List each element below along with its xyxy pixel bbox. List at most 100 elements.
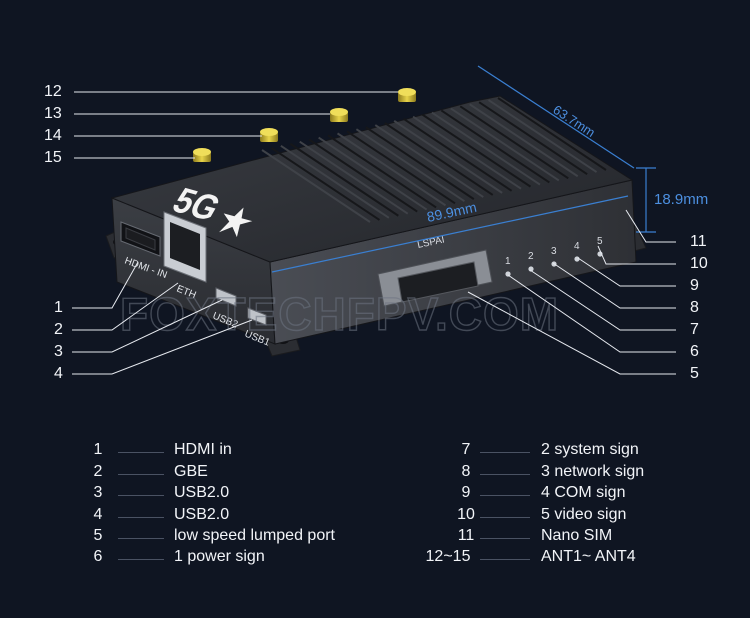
callout-2: 2 <box>54 321 63 338</box>
heatsink-fin <box>308 138 418 213</box>
heatsink-fin <box>384 122 494 196</box>
heatsink-fin <box>440 109 550 184</box>
heatsink-fin <box>488 99 598 173</box>
callout-10: 10 <box>690 255 708 272</box>
callout-8: 8 <box>690 299 699 316</box>
callout-1: 1 <box>54 299 63 316</box>
heatsink-fin <box>412 115 522 190</box>
leader-5 <box>467 291 676 375</box>
legend-num: 9 <box>461 484 471 501</box>
legend-line <box>480 474 530 475</box>
status-led-label: 2 <box>528 251 534 262</box>
legend-line <box>480 452 530 453</box>
legend-text: GBE <box>174 463 208 480</box>
legend-text: 4 COM sign <box>541 484 626 501</box>
legend-text: USB2.0 <box>174 484 230 501</box>
heatsink-fin <box>299 140 409 215</box>
legend-line <box>480 517 530 518</box>
antenna-3 <box>260 128 278 142</box>
legend-num: 11 <box>457 527 475 544</box>
heatsink-fin <box>431 111 541 186</box>
plus-star-icon <box>219 207 253 238</box>
callout-12: 12 <box>44 83 62 100</box>
heatsink-fin <box>365 126 475 200</box>
legend-text: ANT1~ ANT4 <box>541 548 636 565</box>
callout-leaders <box>72 91 676 375</box>
callout-9: 9 <box>690 277 699 294</box>
legend-text: 2 system sign <box>541 441 639 458</box>
legend-item: 11 Nano SIM <box>0 527 750 547</box>
status-led-label: 4 <box>574 241 580 252</box>
legend-line <box>480 559 530 560</box>
legend-line <box>118 538 164 539</box>
heatsink-fin <box>374 124 484 198</box>
legend-num: 5 <box>93 527 103 544</box>
leader-8 <box>552 262 676 309</box>
legend-line <box>118 474 164 475</box>
heatsink-fin <box>450 107 560 182</box>
legend-line <box>118 452 164 453</box>
legend-num: 3 <box>93 484 103 501</box>
callout-15: 15 <box>44 149 62 166</box>
legend-num: 1 <box>93 441 103 458</box>
legend-item: 5 low speed lumped port <box>0 527 375 547</box>
legend-line <box>480 538 530 539</box>
legend-item: 10 5 video sign <box>0 506 750 526</box>
antenna-1 <box>398 88 416 102</box>
callout-4: 4 <box>54 365 63 382</box>
legend-text: Nano SIM <box>541 527 613 544</box>
heatsink-fin <box>336 132 447 207</box>
status-led <box>528 266 534 272</box>
legend-item: 3 USB2.0 <box>0 484 375 504</box>
antenna-4 <box>193 148 211 162</box>
leader-2 <box>72 282 179 331</box>
heatsink-fin <box>459 105 569 180</box>
legend-num: 2 <box>93 463 103 480</box>
legend-num: 7 <box>461 441 471 458</box>
leader-10 <box>597 245 676 265</box>
heatsink-fin <box>403 117 513 192</box>
legend-item: 6 1 power sign <box>0 548 375 568</box>
heatsink-fin <box>261 149 371 223</box>
leader-11 <box>625 209 676 243</box>
legend-text: low speed lumped port <box>174 527 335 544</box>
status-led-label: 3 <box>551 246 557 257</box>
dimension-width-line <box>477 65 635 169</box>
callout-13: 13 <box>44 105 62 122</box>
leader-1 <box>72 261 139 309</box>
legend-item: 8 3 network sign <box>0 463 750 483</box>
heatsink-fin <box>280 145 390 219</box>
heatsink-fin <box>327 134 437 209</box>
dimension-lines <box>271 65 656 273</box>
antenna-2 <box>330 108 348 122</box>
heatsink-fin <box>355 128 465 203</box>
callout-6: 6 <box>690 343 699 360</box>
leader-7 <box>529 269 676 331</box>
status-led-label: 1 <box>505 256 511 267</box>
callout-14: 14 <box>44 127 62 144</box>
legend-item: 2 GBE <box>0 463 375 483</box>
legend-num: 12~15 <box>425 548 471 565</box>
leader-9 <box>577 257 676 287</box>
legend-item: 7 2 system sign <box>0 441 750 461</box>
callout-5: 5 <box>690 365 699 382</box>
dimension-height-label: 18.9mm <box>654 191 708 208</box>
antenna-connectors <box>193 88 416 162</box>
legend-num: 10 <box>457 506 475 523</box>
heatsink-fin <box>289 142 399 217</box>
legend-num: 4 <box>93 506 103 523</box>
legend-line <box>118 495 164 496</box>
legend-item: 4 USB2.0 <box>0 506 375 526</box>
callout-3: 3 <box>54 343 63 360</box>
legend-item: 9 4 COM sign <box>0 484 750 504</box>
legend-text: 3 network sign <box>541 463 645 480</box>
leader-4 <box>72 319 253 375</box>
callout-7: 7 <box>690 321 699 338</box>
legend-text: 5 video sign <box>541 506 627 523</box>
watermark: FOXTECHFPV.COM <box>120 288 559 340</box>
heatsink-fin <box>478 101 588 175</box>
leader-3 <box>72 299 223 353</box>
legend-num: 6 <box>93 548 103 565</box>
